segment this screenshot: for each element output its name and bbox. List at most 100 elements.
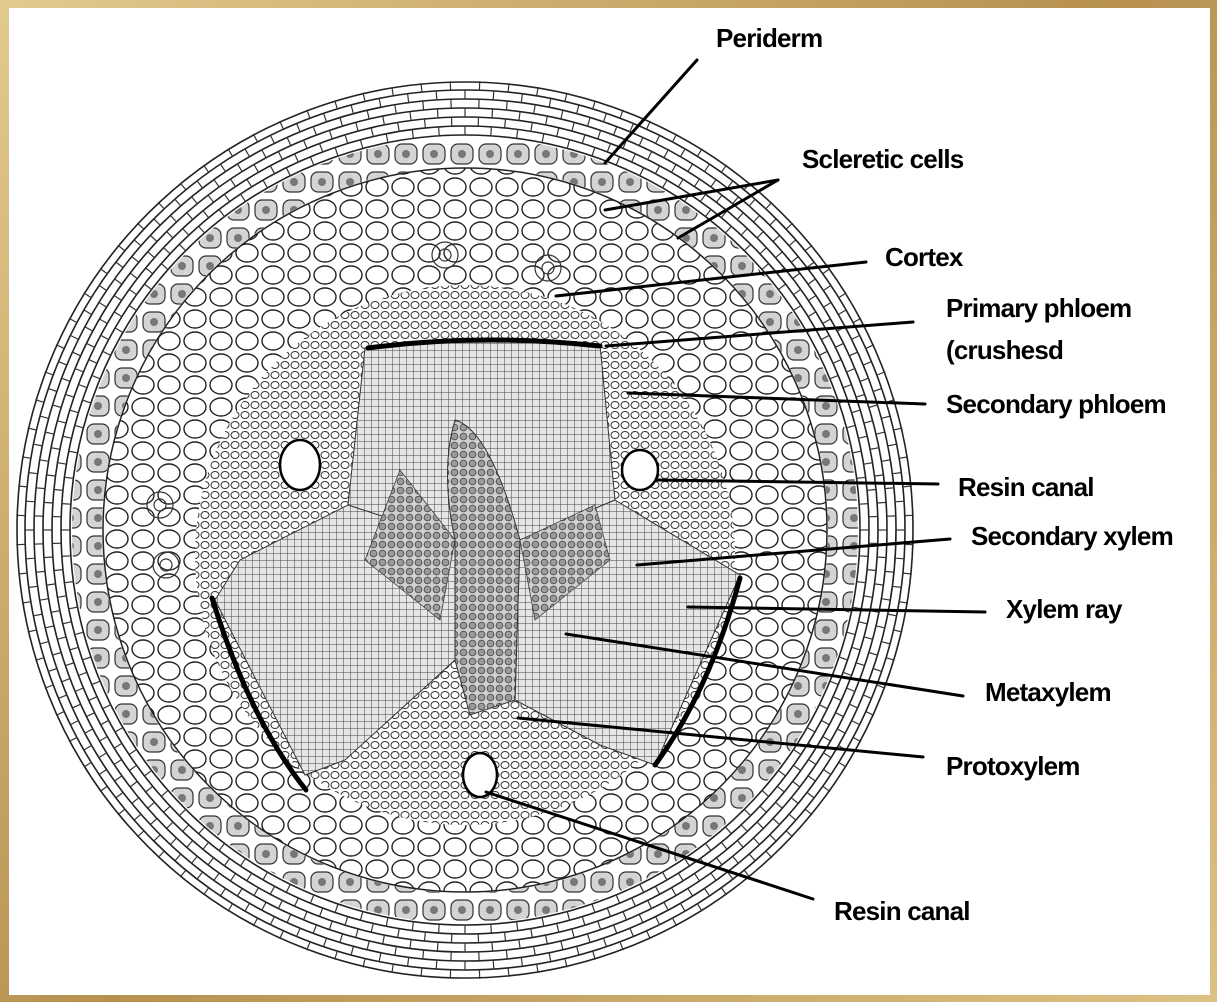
periderm-cell-wall xyxy=(203,842,209,849)
periderm-cell-wall xyxy=(577,105,579,114)
periderm-cell-wall xyxy=(146,786,153,792)
periderm-cell-wall xyxy=(262,902,266,910)
periderm-cell-wall xyxy=(57,637,66,639)
periderm-cell-wall xyxy=(867,490,876,491)
periderm-cell-wall xyxy=(695,873,700,881)
periderm-cell-wall xyxy=(161,790,168,796)
periderm-cell-wall xyxy=(849,352,857,356)
periderm-cell-wall xyxy=(519,940,520,949)
periderm-cell-wall xyxy=(270,917,274,925)
periderm-cell-wall xyxy=(572,929,574,938)
periderm-cell-wall xyxy=(197,181,203,188)
periderm-cell-wall xyxy=(395,946,397,955)
periderm-cell-wall xyxy=(793,273,800,279)
periderm-cell-wall xyxy=(297,124,301,132)
periderm-cell-wall xyxy=(129,306,137,311)
periderm-cell-wall xyxy=(237,164,242,172)
periderm-cell-wall xyxy=(386,917,388,926)
periderm-cell-wall xyxy=(386,134,388,143)
periderm-cell-wall xyxy=(241,194,246,202)
periderm-cell-wall xyxy=(847,632,856,634)
periderm-cell-wall xyxy=(885,571,894,572)
periderm-cell-wall xyxy=(808,296,816,301)
periderm-cell-wall xyxy=(278,900,282,908)
periderm-cell-wall xyxy=(881,642,890,644)
periderm-cell-wall xyxy=(706,210,711,217)
periderm-cell-wall xyxy=(29,473,38,474)
periderm-cell-wall xyxy=(737,841,743,848)
periderm-cell-wall xyxy=(557,128,559,137)
periderm-cell-wall xyxy=(821,335,829,339)
periderm-cell-wall xyxy=(681,903,686,911)
periderm-cell-wall xyxy=(47,584,56,585)
periderm-cell-wall xyxy=(492,942,493,951)
periderm-cell-wall xyxy=(823,753,831,758)
periderm-cell-wall xyxy=(65,477,74,478)
label-metaxylem: Metaxylem xyxy=(985,677,1111,707)
periderm-cell-wall xyxy=(823,286,830,291)
periderm-cell-wall xyxy=(888,614,897,616)
periderm-cell-wall xyxy=(672,165,677,173)
periderm-cell-wall xyxy=(517,130,518,139)
periderm-cell-wall xyxy=(700,194,705,201)
periderm-cell-wall xyxy=(115,728,123,733)
periderm-cell-wall xyxy=(208,858,214,865)
periderm-cell-wall xyxy=(199,226,205,233)
periderm-cell-wall xyxy=(175,199,181,206)
periderm-cell-wall xyxy=(148,252,155,258)
periderm-cell-wall xyxy=(262,150,266,158)
label-resin-canal-lower: Resin canal xyxy=(834,896,970,926)
periderm-cell-wall xyxy=(549,953,551,962)
periderm-cell-wall xyxy=(823,786,830,791)
periderm-cell-wall xyxy=(219,210,224,217)
periderm-cell-wall xyxy=(40,599,49,601)
periderm-cell-wall xyxy=(115,776,122,781)
periderm-cell-wall xyxy=(863,362,871,366)
periderm-cell-wall xyxy=(69,737,77,741)
periderm-cell-wall xyxy=(154,835,160,841)
periderm-cell-wall xyxy=(295,898,299,906)
periderm-cell-wall xyxy=(410,112,411,121)
periderm-cell-wall xyxy=(164,248,171,254)
periderm-cell-wall xyxy=(762,264,769,270)
periderm-cell-wall xyxy=(639,137,643,145)
periderm-cell-wall xyxy=(179,244,185,250)
periderm-cell-wall xyxy=(805,809,812,815)
periderm-cell-wall xyxy=(345,135,348,144)
periderm-cell-wall xyxy=(425,119,426,128)
periderm-cell-wall xyxy=(345,917,348,926)
periderm-cell-wall xyxy=(197,872,203,879)
periderm-cell-wall xyxy=(69,607,78,609)
periderm-cell-wall xyxy=(858,436,867,438)
periderm-cell-wall xyxy=(154,219,160,225)
periderm-cell-wall xyxy=(857,582,866,583)
periderm-cell-wall xyxy=(44,557,53,558)
periderm-cell-wall xyxy=(72,352,80,356)
periderm-cell-wall xyxy=(737,213,743,220)
periderm-cell-wall xyxy=(130,781,137,787)
periderm-cell-wall xyxy=(351,105,353,114)
periderm-cell-wall xyxy=(857,477,866,478)
periderm-cell-wall xyxy=(577,946,579,955)
periderm-cell-wall xyxy=(688,164,693,172)
periderm-cell-wall xyxy=(59,695,67,699)
periderm-cell-wall xyxy=(847,425,856,427)
periderm-cell-wall xyxy=(75,425,84,427)
periderm-cell-wall xyxy=(324,113,327,122)
periderm-cell-wall xyxy=(89,697,97,701)
periderm-cell-wall xyxy=(65,663,74,666)
periderm-cell-wall xyxy=(254,165,259,173)
periderm-cell-wall xyxy=(70,647,79,650)
periderm-cell-wall xyxy=(425,932,426,941)
periderm-cell-wall xyxy=(582,135,585,144)
periderm-cell-wall xyxy=(770,219,776,225)
periderm-cell-wall xyxy=(877,502,886,503)
periderm-cell-wall xyxy=(70,721,78,725)
periderm-cell-wall xyxy=(725,827,731,834)
periderm-cell-wall xyxy=(103,351,111,355)
periderm-cell-wall xyxy=(412,130,413,139)
periderm-cell-wall xyxy=(791,257,798,263)
periderm-cell-wall xyxy=(379,99,381,108)
periderm-cell-wall xyxy=(793,289,800,294)
periderm-cell-wall xyxy=(437,942,438,951)
